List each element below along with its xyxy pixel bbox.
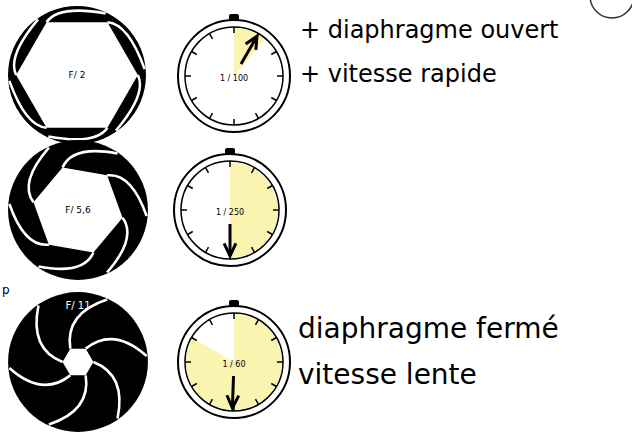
dial-tick	[181, 209, 187, 211]
dial-tick	[233, 119, 235, 125]
dial-tick	[267, 186, 272, 189]
dial-tick	[210, 34, 213, 39]
dial-tick	[256, 320, 259, 325]
caption-text: diaphragme fermé	[298, 312, 559, 345]
dial-tick	[233, 313, 235, 319]
dial-tick	[271, 384, 276, 387]
dial-tick	[233, 27, 235, 33]
exposure-sector	[234, 28, 265, 76]
shutter-dial: 1 / 60	[172, 300, 296, 424]
dial-needle	[241, 36, 257, 64]
dial-tick	[277, 361, 283, 363]
dial-tick	[273, 209, 279, 211]
dial-inner	[181, 161, 279, 259]
dial-tick	[192, 52, 197, 55]
blade-edge	[107, 218, 127, 273]
dial-tick	[206, 247, 209, 252]
f-number: F/ 11	[65, 300, 90, 311]
dial-tick	[210, 399, 213, 404]
dial-tick	[256, 113, 259, 118]
shutter-speed: 1 / 60	[222, 360, 245, 369]
dial-tick	[229, 161, 231, 167]
aperture-disc	[8, 140, 148, 280]
aperture-icon: F/ 11	[6, 290, 150, 432]
dial-tick	[185, 361, 191, 363]
dial-inner	[185, 27, 283, 125]
aperture-opening	[63, 349, 94, 376]
dial-tick	[271, 98, 276, 101]
dial-tick	[188, 186, 193, 189]
dial-tick	[192, 98, 197, 101]
blade-edge	[37, 306, 63, 362]
dial-tick	[188, 232, 193, 235]
shutter-speed: 1 / 250	[216, 208, 244, 217]
dial-tick	[206, 168, 209, 173]
aperture-disc	[8, 292, 148, 432]
blade-edge	[29, 148, 49, 203]
corner-circle	[590, 0, 632, 18]
shutter-speed: 1 / 100	[220, 74, 248, 83]
dial-outer	[178, 306, 290, 418]
shutter-dial: 1 / 100	[172, 14, 296, 138]
blade-edge	[93, 362, 119, 418]
dial-tick	[277, 75, 283, 77]
shutter-dial: 1 / 250	[168, 148, 292, 272]
aperture-disc	[8, 6, 146, 144]
dial-tick	[185, 75, 191, 77]
dial-tick	[271, 338, 276, 341]
caption-text: + vitesse rapide	[300, 60, 497, 88]
dial-tick	[210, 320, 213, 325]
dial-outer	[178, 20, 290, 132]
blade-edge	[39, 252, 94, 268]
exposure-sector	[186, 314, 282, 410]
aperture-drawing	[6, 290, 150, 432]
caption-text: + diaphragme ouvert	[300, 16, 559, 44]
blade-edge	[14, 19, 38, 75]
dial-tick	[252, 168, 255, 173]
blade-edge	[63, 151, 118, 167]
needle-head	[246, 36, 257, 50]
blade-edge	[47, 11, 106, 23]
f-number: F/ 5,6	[65, 205, 90, 215]
f-number: F/ 2	[69, 70, 86, 80]
dial-tick	[210, 113, 213, 118]
needle-head	[227, 395, 239, 408]
dial-inner	[185, 313, 283, 411]
caption-text: p	[2, 283, 10, 297]
dial-tick	[267, 232, 272, 235]
aperture-opening	[16, 22, 138, 127]
aperture-icon: F/ 2	[6, 4, 148, 146]
dial-tick	[192, 384, 197, 387]
blade-edge	[116, 75, 140, 131]
caption-text: vitesse lente	[298, 358, 477, 391]
dial-tick	[256, 399, 259, 404]
blade-edge	[107, 175, 146, 216]
dial-outer	[174, 154, 286, 266]
blade-edge	[9, 204, 48, 245]
blade-edge	[9, 81, 46, 128]
blade-edge	[107, 22, 144, 69]
blade-edge	[48, 128, 107, 140]
dial-tick	[192, 338, 197, 341]
dial-tick	[252, 247, 255, 252]
blade-edge	[9, 368, 70, 385]
needle-head	[224, 243, 236, 256]
dial-tick	[271, 52, 276, 55]
aperture-opening	[33, 168, 122, 253]
aperture-icon: F/ 5,6	[6, 138, 150, 282]
blade-edge	[86, 339, 147, 356]
